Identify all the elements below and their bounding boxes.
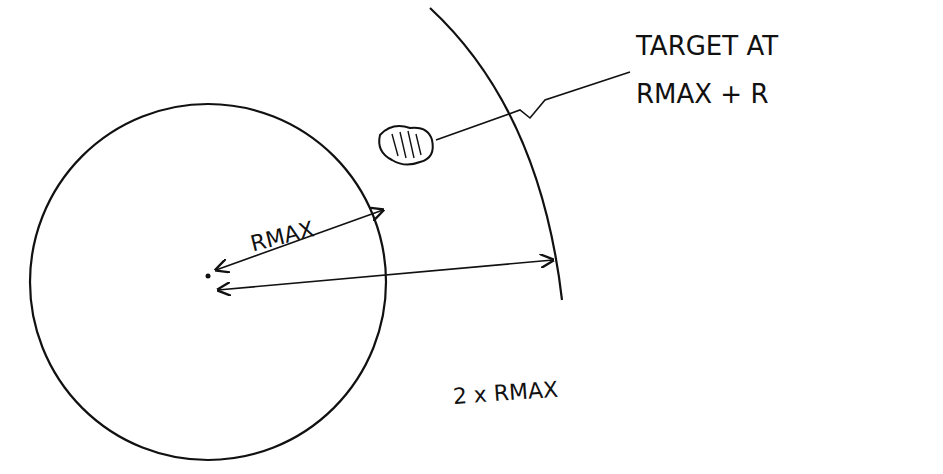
dimension-label: 2 x RMAX — [452, 377, 559, 409]
center-dot — [206, 274, 211, 279]
rmax-arrow — [216, 210, 383, 270]
radius-label: RMAX — [248, 216, 317, 256]
outer-arc — [430, 8, 562, 300]
two-rmax-arrow — [218, 260, 553, 290]
target-callout: TARGET AT RMAX + R — [636, 22, 841, 118]
range-circle — [30, 104, 386, 460]
target-blob — [379, 126, 433, 164]
leader-line — [436, 72, 630, 140]
